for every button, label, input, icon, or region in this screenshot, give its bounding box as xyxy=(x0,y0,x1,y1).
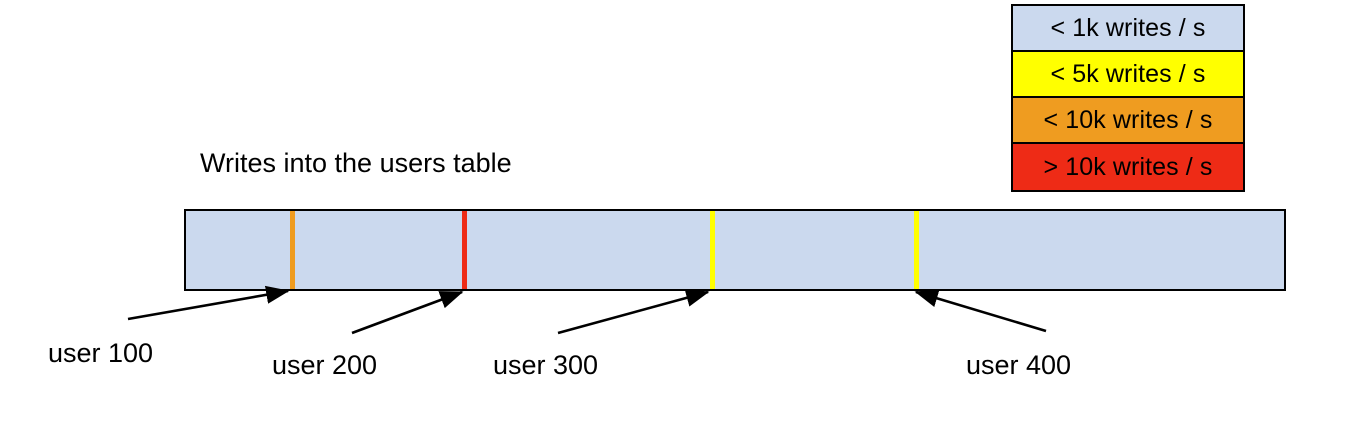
legend-row-lt-10k: < 10k writes / s xyxy=(1013,98,1243,144)
chart-title: Writes into the users table xyxy=(200,148,512,178)
legend-row-lt-5k: < 5k writes / s xyxy=(1013,52,1243,98)
write-rate-legend: < 1k writes / s < 5k writes / s < 10k wr… xyxy=(1011,4,1245,192)
arrow-user-400 xyxy=(914,289,1047,333)
legend-row-lt-1k: < 1k writes / s xyxy=(1013,6,1243,52)
legend-label-lt-5k: < 5k writes / s xyxy=(1050,59,1206,88)
legend-label-lt-1k: < 1k writes / s xyxy=(1050,13,1206,42)
user-300-stripe xyxy=(710,211,715,289)
legend-label-lt-10k: < 10k writes / s xyxy=(1043,105,1213,134)
label-user-100: user 100 xyxy=(48,338,154,368)
user-100-stripe xyxy=(290,211,295,289)
arrow-user-200 xyxy=(351,290,464,335)
arrow-user-300 xyxy=(557,288,710,335)
label-user-300: user 300 xyxy=(493,350,599,380)
arrow-user-100 xyxy=(127,285,290,321)
label-user-400: user 400 xyxy=(966,350,1072,380)
label-user-200: user 200 xyxy=(272,350,378,380)
users-table-bar xyxy=(184,209,1286,291)
legend-row-gt-10k: > 10k writes / s xyxy=(1013,144,1243,190)
user-200-stripe xyxy=(462,211,467,289)
legend-label-gt-10k: > 10k writes / s xyxy=(1043,152,1213,181)
user-400-stripe xyxy=(914,211,919,289)
